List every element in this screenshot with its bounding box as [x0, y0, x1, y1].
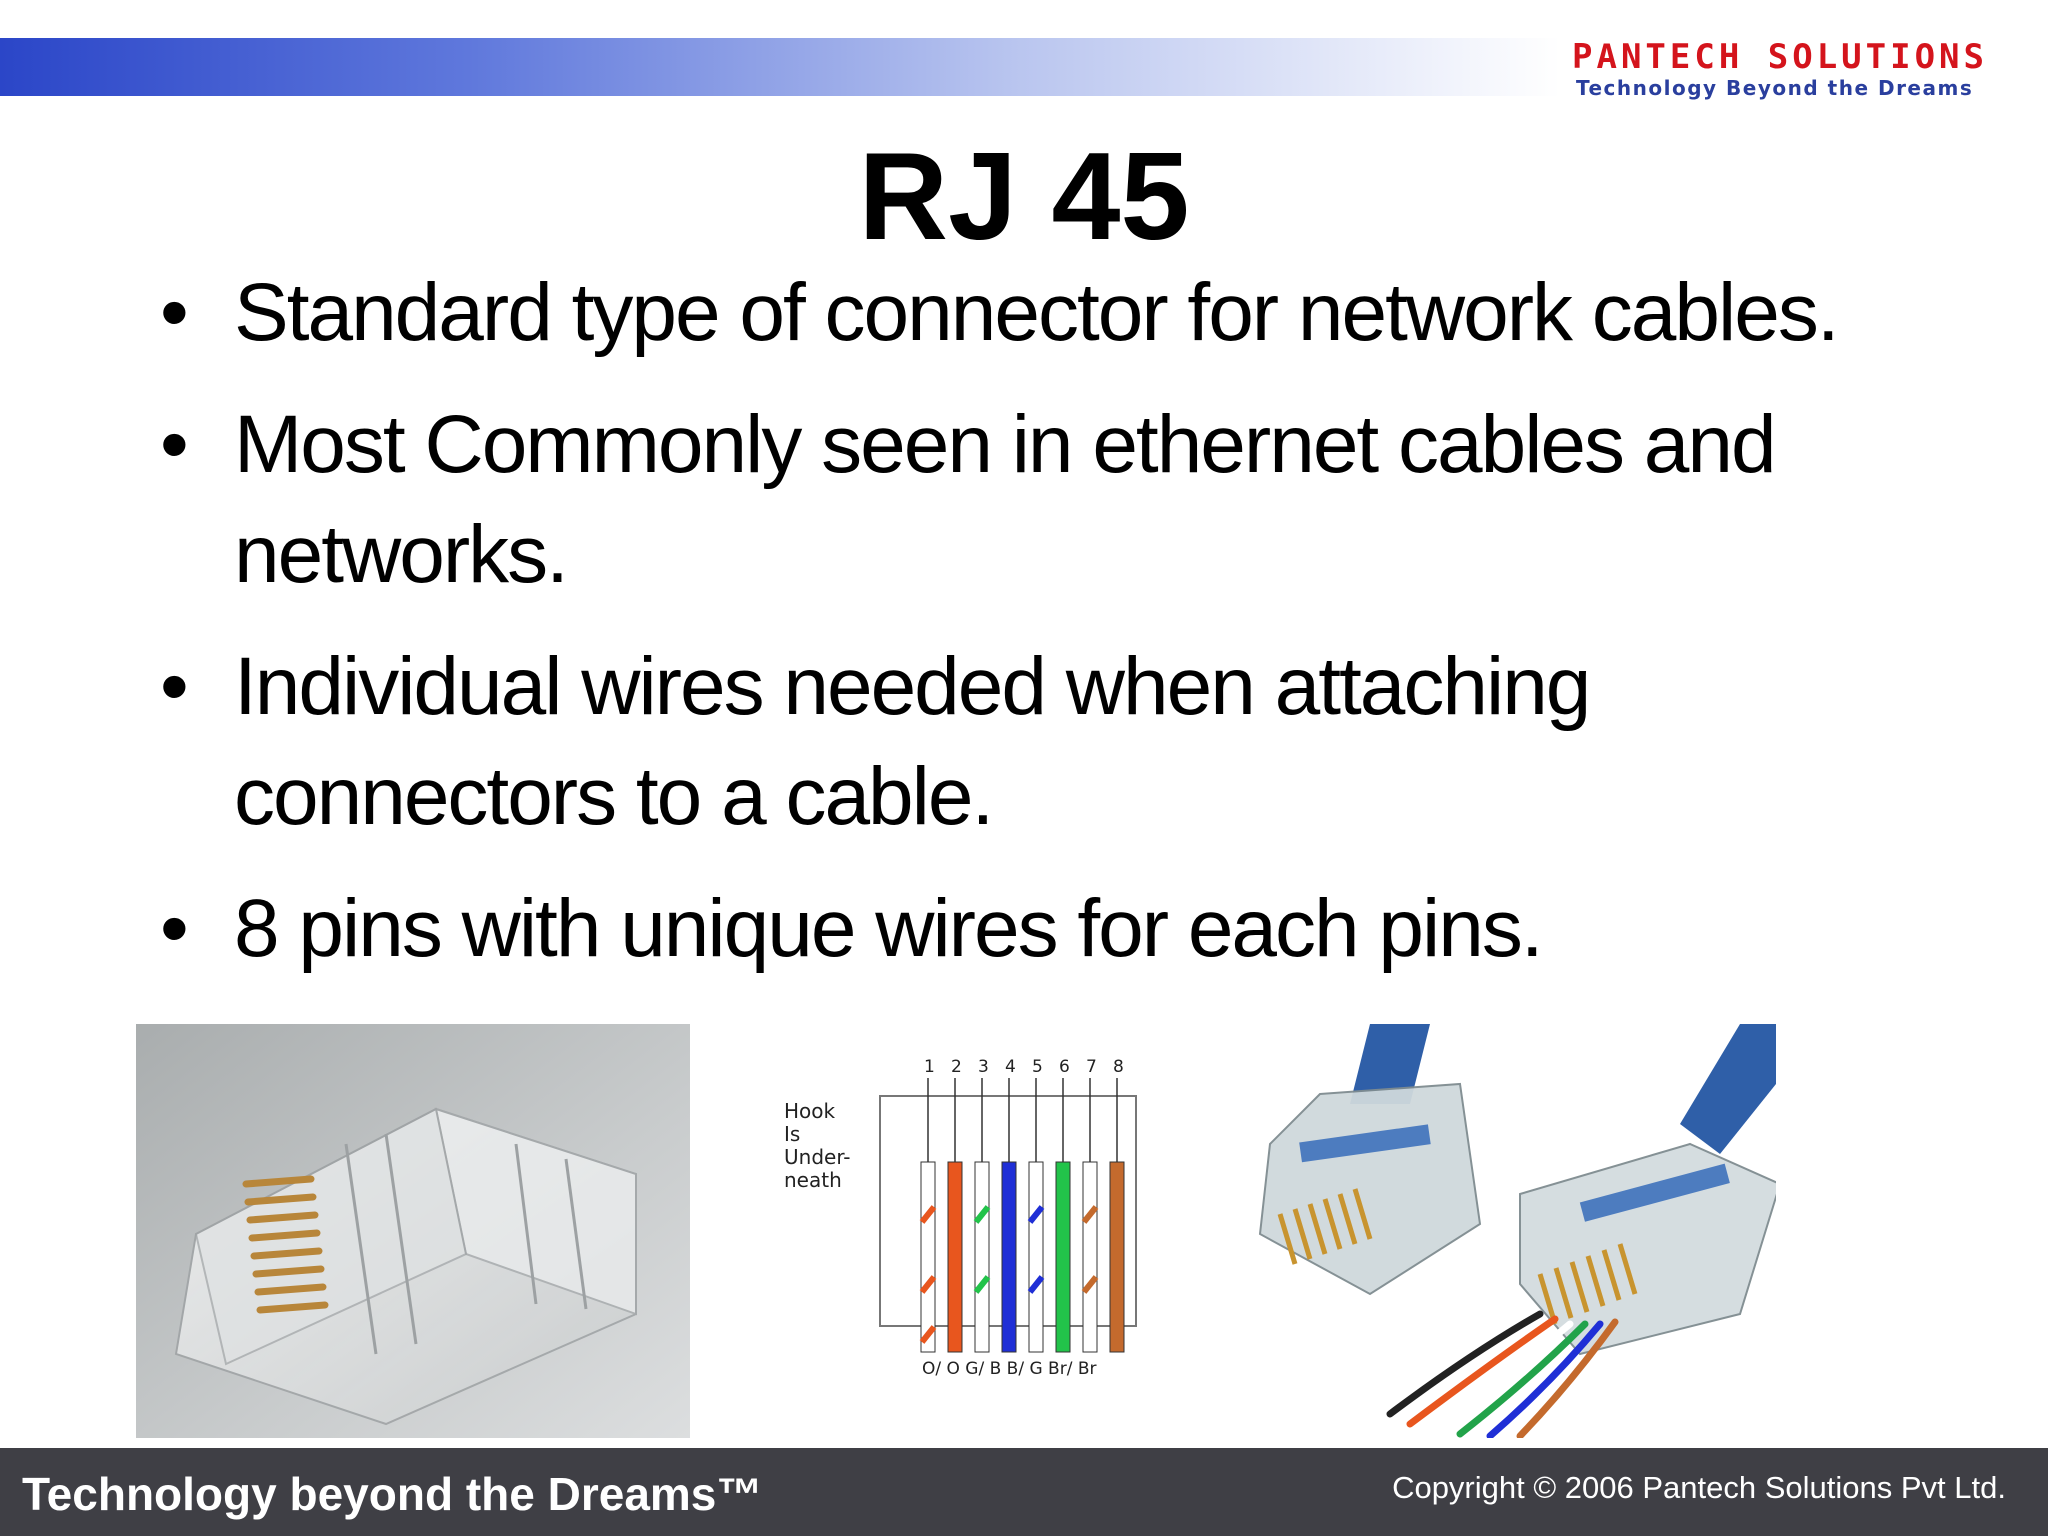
pin-number: 8	[1113, 1057, 1124, 1077]
bullet-text: 8 pins with unique wires for each pins.	[234, 883, 1544, 974]
footer-copyright: Copyright © 2006 Pantech Solutions Pvt L…	[1392, 1470, 2006, 1505]
pin-number: 4	[1005, 1057, 1016, 1077]
pin-number: 7	[1086, 1057, 1097, 1077]
bullet-text: Individual wires needed when attaching c…	[234, 641, 1591, 842]
svg-text:Is: Is	[784, 1122, 800, 1146]
bullet-item: • 8 pins with unique wires for each pins…	[150, 874, 1910, 984]
slide-title: RJ 45	[858, 128, 1190, 266]
bullet-symbol: •	[160, 641, 189, 732]
header-gradient-bar	[0, 38, 1560, 96]
pin-number: 5	[1032, 1057, 1043, 1077]
logo-tagline: Technology Beyond the Dreams	[1576, 76, 1974, 100]
wire-color-labels: O/ O G/ B B/ G Br/ Br	[922, 1359, 1096, 1379]
rj45-connector-photo	[136, 1024, 690, 1438]
bullet-text: Most Commonly seen in ethernet cables an…	[234, 399, 1777, 600]
bullet-item: • Standard type of connector for network…	[150, 258, 1910, 368]
crimped-cable-photo	[1220, 1024, 1776, 1438]
logo-name: PANTECH SOLUTIONS	[1572, 37, 1988, 77]
bullet-symbol: •	[160, 267, 189, 358]
bullet-text: Standard type of connector for network c…	[234, 267, 1840, 358]
pin-number: 6	[1059, 1057, 1070, 1077]
bullet-item: • Most Commonly seen in ethernet cables …	[150, 390, 1910, 610]
bullet-item: • Individual wires needed when attaching…	[150, 632, 1910, 852]
wiring-diagram: 1 2 3 4 5 6 7 8 Hook Is Under- neath	[760, 1052, 1140, 1388]
svg-text:Under-: Under-	[784, 1145, 850, 1169]
footer-tagline: Technology beyond the Dreams™	[22, 1468, 763, 1520]
pin-number: 3	[978, 1057, 989, 1077]
pin-number: 2	[951, 1057, 962, 1077]
svg-text:neath: neath	[784, 1168, 842, 1192]
company-logo: PANTECH SOLUTIONS Technology Beyond the …	[1572, 38, 2042, 100]
hook-label: Hook Is Under- neath	[784, 1099, 850, 1192]
bullet-symbol: •	[160, 883, 189, 974]
svg-text:Hook: Hook	[784, 1099, 836, 1123]
pin-number: 1	[924, 1057, 935, 1077]
bullet-symbol: •	[160, 399, 189, 490]
footer-bar: Technology beyond the Dreams™ Copyright …	[0, 1448, 2048, 1536]
bullet-list: • Standard type of connector for network…	[150, 258, 1910, 1006]
